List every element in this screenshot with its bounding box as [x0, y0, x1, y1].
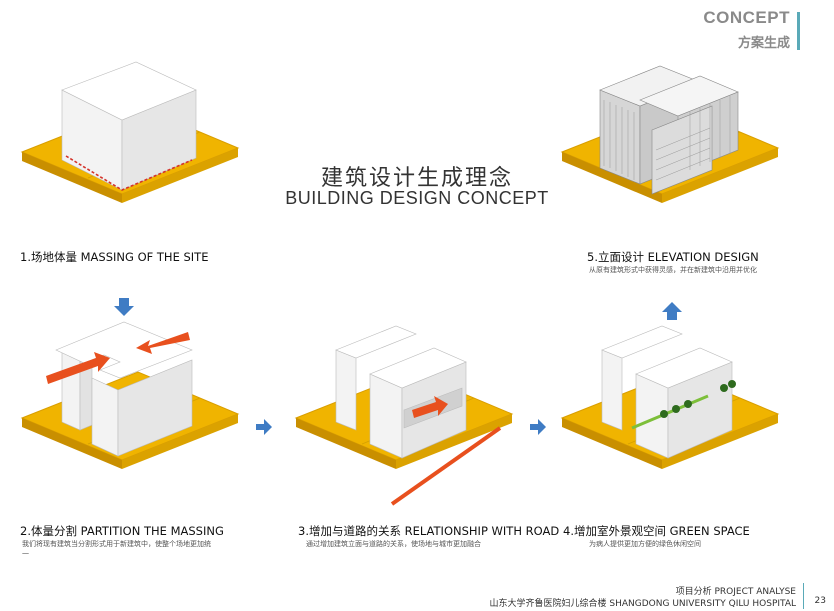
- tree-icon: [720, 384, 728, 392]
- tree-icon: [728, 380, 736, 388]
- step3-title: 3.增加与道路的关系 RELATIONSHIP WITH ROAD: [298, 524, 560, 538]
- step2-red-arrow-right: [136, 332, 190, 354]
- flow-arrow-icon: [530, 419, 546, 435]
- step3-red-arrow: [412, 396, 448, 418]
- step5-title: 5.立面设计 ELEVATION DESIGN: [587, 250, 759, 264]
- step3-road-illustration: [294, 325, 514, 506]
- step4-green-illustration: [560, 302, 780, 469]
- step2-desc: 我们将现有建筑当分割形式用于新建筑中，使整个场地更加统一: [22, 540, 211, 558]
- step2-blue-arrow: [114, 298, 134, 316]
- step5-elevation-illustration: [560, 65, 780, 203]
- main-title-en: BUILDING DESIGN CONCEPT: [285, 188, 549, 208]
- step4-desc: 为病人提供更加方便的绿色休闲空间: [589, 540, 701, 548]
- footer-divider: [803, 583, 804, 609]
- step4-blue-up-arrow: [662, 302, 682, 320]
- footer-section: 项目分析 PROJECT ANALYSE: [675, 587, 796, 597]
- tree-icon: [660, 410, 668, 418]
- concept-heading: CONCEPT: [703, 8, 790, 27]
- step3-desc: 通过增加建筑立面与道路的关系，使场地与城市更加融合: [306, 540, 481, 548]
- tree-icon: [684, 400, 692, 408]
- step2-red-arrow-left: [46, 352, 110, 384]
- step1-title: 1.场地体量 MASSING OF THE SITE: [20, 250, 209, 264]
- tree-icon: [672, 405, 680, 413]
- header-accent-bar: [797, 12, 800, 50]
- step5-desc: 从原有建筑形式中获得灵感，并在新建筑中沿用并优化: [589, 266, 757, 274]
- step4-title: 4.增加室外景观空间 GREEN SPACE: [563, 524, 750, 538]
- footer-project: 山东大学齐鲁医院妇儿综合楼 SHANGDONG UNIVERSITY QILU …: [489, 599, 796, 609]
- step3-road-edge: [390, 426, 502, 506]
- main-title-cn: 建筑设计生成理念: [320, 166, 513, 191]
- flow-arrow-icon: [256, 419, 272, 435]
- page-number: 23: [814, 596, 826, 606]
- step2-partition-illustration: [20, 298, 240, 469]
- step2-title: 2.体量分割 PARTITION THE MASSING: [20, 524, 224, 538]
- step1-massing-illustration: [20, 61, 240, 203]
- concept-heading-cn: 方案生成: [737, 36, 790, 51]
